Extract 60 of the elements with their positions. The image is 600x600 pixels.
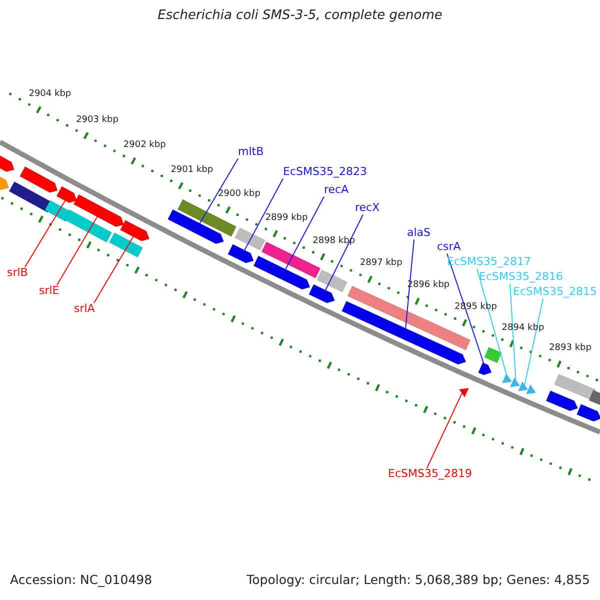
scale-label: 2900 kbp bbox=[218, 188, 260, 200]
gene-feature bbox=[316, 270, 348, 292]
gene-feature bbox=[73, 194, 124, 228]
genome-stats-text: Topology: circular; Length: 5,068,389 bp; Genes: 4,855 bbox=[246, 573, 590, 588]
gene-feature bbox=[56, 186, 78, 204]
gene-feature bbox=[518, 381, 528, 392]
gene-feature bbox=[546, 390, 578, 412]
gene-label: EcSMS35_2819 bbox=[388, 468, 472, 481]
leader-line bbox=[510, 283, 516, 380]
gene-feature bbox=[19, 166, 58, 193]
gene-feature bbox=[228, 244, 254, 264]
leader-line bbox=[405, 239, 414, 329]
gene-label: srlE bbox=[39, 285, 60, 298]
gene-feature bbox=[502, 373, 512, 384]
gene-feature bbox=[253, 256, 310, 290]
scale-label: 2904 kbp bbox=[28, 88, 72, 100]
scale-label: 2902 kbp bbox=[123, 140, 166, 150]
gene-label: mltB bbox=[238, 146, 264, 159]
gene-feature bbox=[484, 346, 502, 364]
gene-label: recA bbox=[324, 184, 349, 197]
leader-line bbox=[24, 200, 66, 268]
gene-feature bbox=[234, 228, 266, 250]
gene-feature bbox=[554, 374, 596, 400]
scale-label: 2899 kbp bbox=[265, 212, 308, 223]
scale-label: 2893 kbp bbox=[549, 343, 592, 354]
leader-line bbox=[446, 253, 484, 364]
leader-line bbox=[524, 298, 544, 386]
leader-line bbox=[199, 158, 238, 224]
gene-label: EcSMS35_2815 bbox=[513, 286, 597, 299]
scale-label: 2903 kbp bbox=[76, 114, 118, 125]
gene-feature bbox=[177, 199, 237, 237]
accession-text: Accession: NC_010498 bbox=[10, 573, 152, 588]
gene-label: srlB bbox=[7, 267, 28, 280]
gene-feature bbox=[167, 209, 224, 244]
gene-feature bbox=[120, 220, 150, 242]
gene-feature bbox=[261, 242, 321, 278]
gene-feature bbox=[308, 284, 336, 304]
gene-feature bbox=[64, 209, 112, 243]
leader-line bbox=[476, 268, 507, 374]
gene-feature bbox=[108, 232, 144, 258]
leader-line bbox=[94, 236, 134, 304]
leader-line bbox=[285, 196, 324, 270]
gene-feature bbox=[458, 388, 470, 398]
gene-label: EcSMS35_2823 bbox=[283, 166, 367, 179]
gene-feature bbox=[478, 362, 492, 376]
gene-feature bbox=[526, 384, 536, 394]
gene-label: EcSMS35_2816 bbox=[479, 271, 563, 284]
leader-line bbox=[56, 216, 98, 286]
scale-label: 2897 kbp bbox=[360, 258, 402, 269]
scale-label: 2901 kbp bbox=[170, 164, 214, 176]
gene-label: recX bbox=[355, 202, 380, 215]
leader-line bbox=[426, 392, 462, 468]
leader-line bbox=[244, 178, 284, 251]
gene-label: srlA bbox=[74, 303, 95, 316]
leader-line bbox=[325, 214, 364, 291]
gene-label: csrA bbox=[437, 241, 461, 254]
gene-label: alaS bbox=[407, 227, 431, 240]
title: Escherichia coli SMS-3-5, complete genome bbox=[156, 9, 444, 24]
gene-feature bbox=[510, 377, 520, 388]
gene-feature bbox=[576, 404, 600, 422]
